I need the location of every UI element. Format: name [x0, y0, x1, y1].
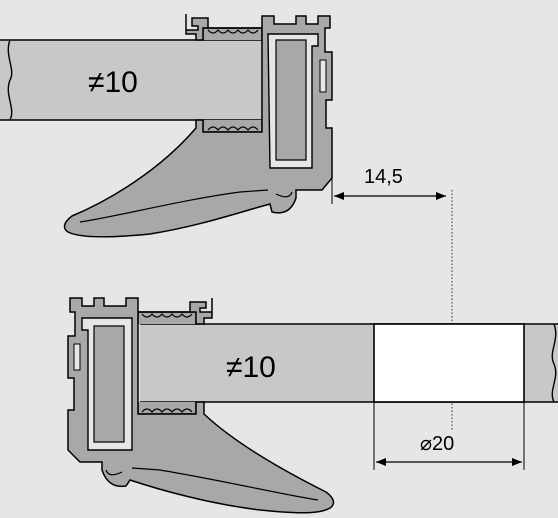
bottom-seal-upper [137, 311, 197, 324]
top-seal-lower [202, 120, 263, 133]
top-glass-panel [0, 40, 275, 120]
bottom-thickness-label: ≠10 [226, 351, 276, 384]
bottom-seal-lower [137, 402, 197, 415]
bottom-profile [67, 297, 335, 514]
hole-dimension [373, 402, 525, 470]
hole-diameter-value: ⌀20 [420, 433, 454, 455]
offset-dimension-value: 14,5 [364, 166, 403, 188]
bottom-assembly [67, 297, 558, 514]
bottom-glass-break-right [551, 323, 557, 403]
bottom-hole [373, 323, 525, 403]
top-thickness-label: ≠10 [88, 66, 138, 99]
top-seal-upper [202, 27, 263, 40]
top-assembly [0, 14, 333, 238]
top-glass-break-left [7, 39, 13, 121]
top-profile [63, 14, 333, 238]
